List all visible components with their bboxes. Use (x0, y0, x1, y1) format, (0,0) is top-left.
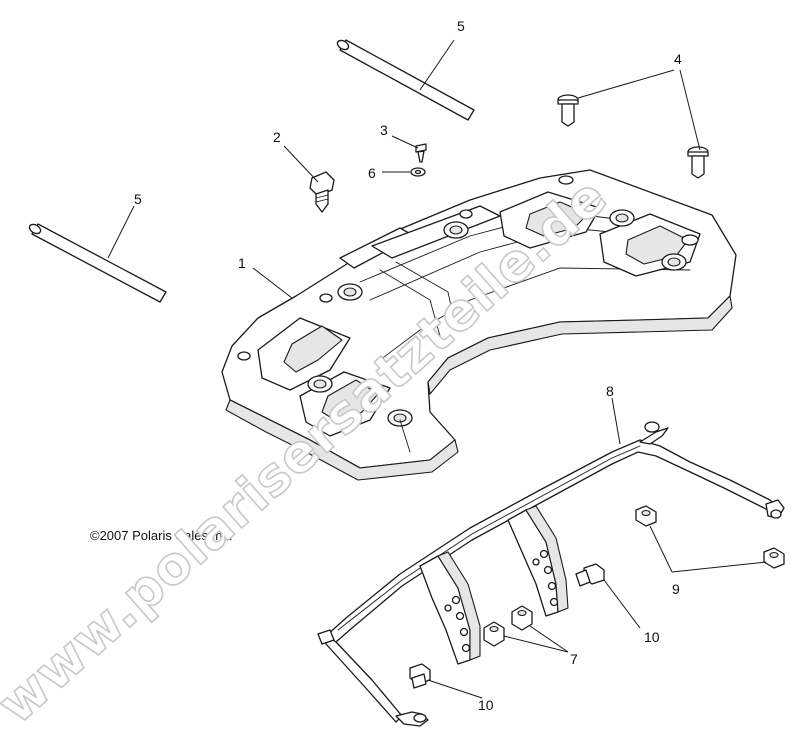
watermark-text: www.polarisersatzteile.de (0, 167, 619, 736)
callout-pin: 4 (674, 51, 682, 67)
nuts-right (635, 505, 785, 569)
screw-large (309, 171, 335, 213)
bumper-bar (317, 421, 785, 727)
callout-screw-small: 3 (380, 122, 388, 138)
callout-rack: 1 (238, 255, 246, 271)
callout-bolt-bottom: 10 (478, 697, 494, 713)
screw-small (415, 143, 427, 163)
callout-washer: 6 (368, 165, 376, 181)
pin-right (687, 146, 709, 179)
front-rack (221, 169, 737, 481)
rod-left (28, 223, 167, 303)
callout-screw-large: 2 (273, 129, 281, 145)
callout-bolt-right: 10 (644, 629, 660, 645)
callout-nuts-center: 7 (570, 651, 578, 667)
nuts-center (483, 605, 533, 647)
bolt-bottom (409, 663, 431, 689)
callout-nuts-right: 9 (672, 581, 680, 597)
callout-bumper: 8 (606, 383, 614, 399)
rod-top (336, 39, 475, 121)
leader-lines (107, 39, 767, 699)
pin-top (557, 94, 579, 127)
bolt-right (575, 563, 605, 587)
callout-rod-top: 5 (457, 18, 465, 34)
copyright-notice: ©2007 Polaris Sales Inc. (90, 528, 233, 543)
rack-bosses (237, 175, 699, 427)
washer (410, 167, 426, 177)
callout-rod-left: 5 (134, 191, 142, 207)
